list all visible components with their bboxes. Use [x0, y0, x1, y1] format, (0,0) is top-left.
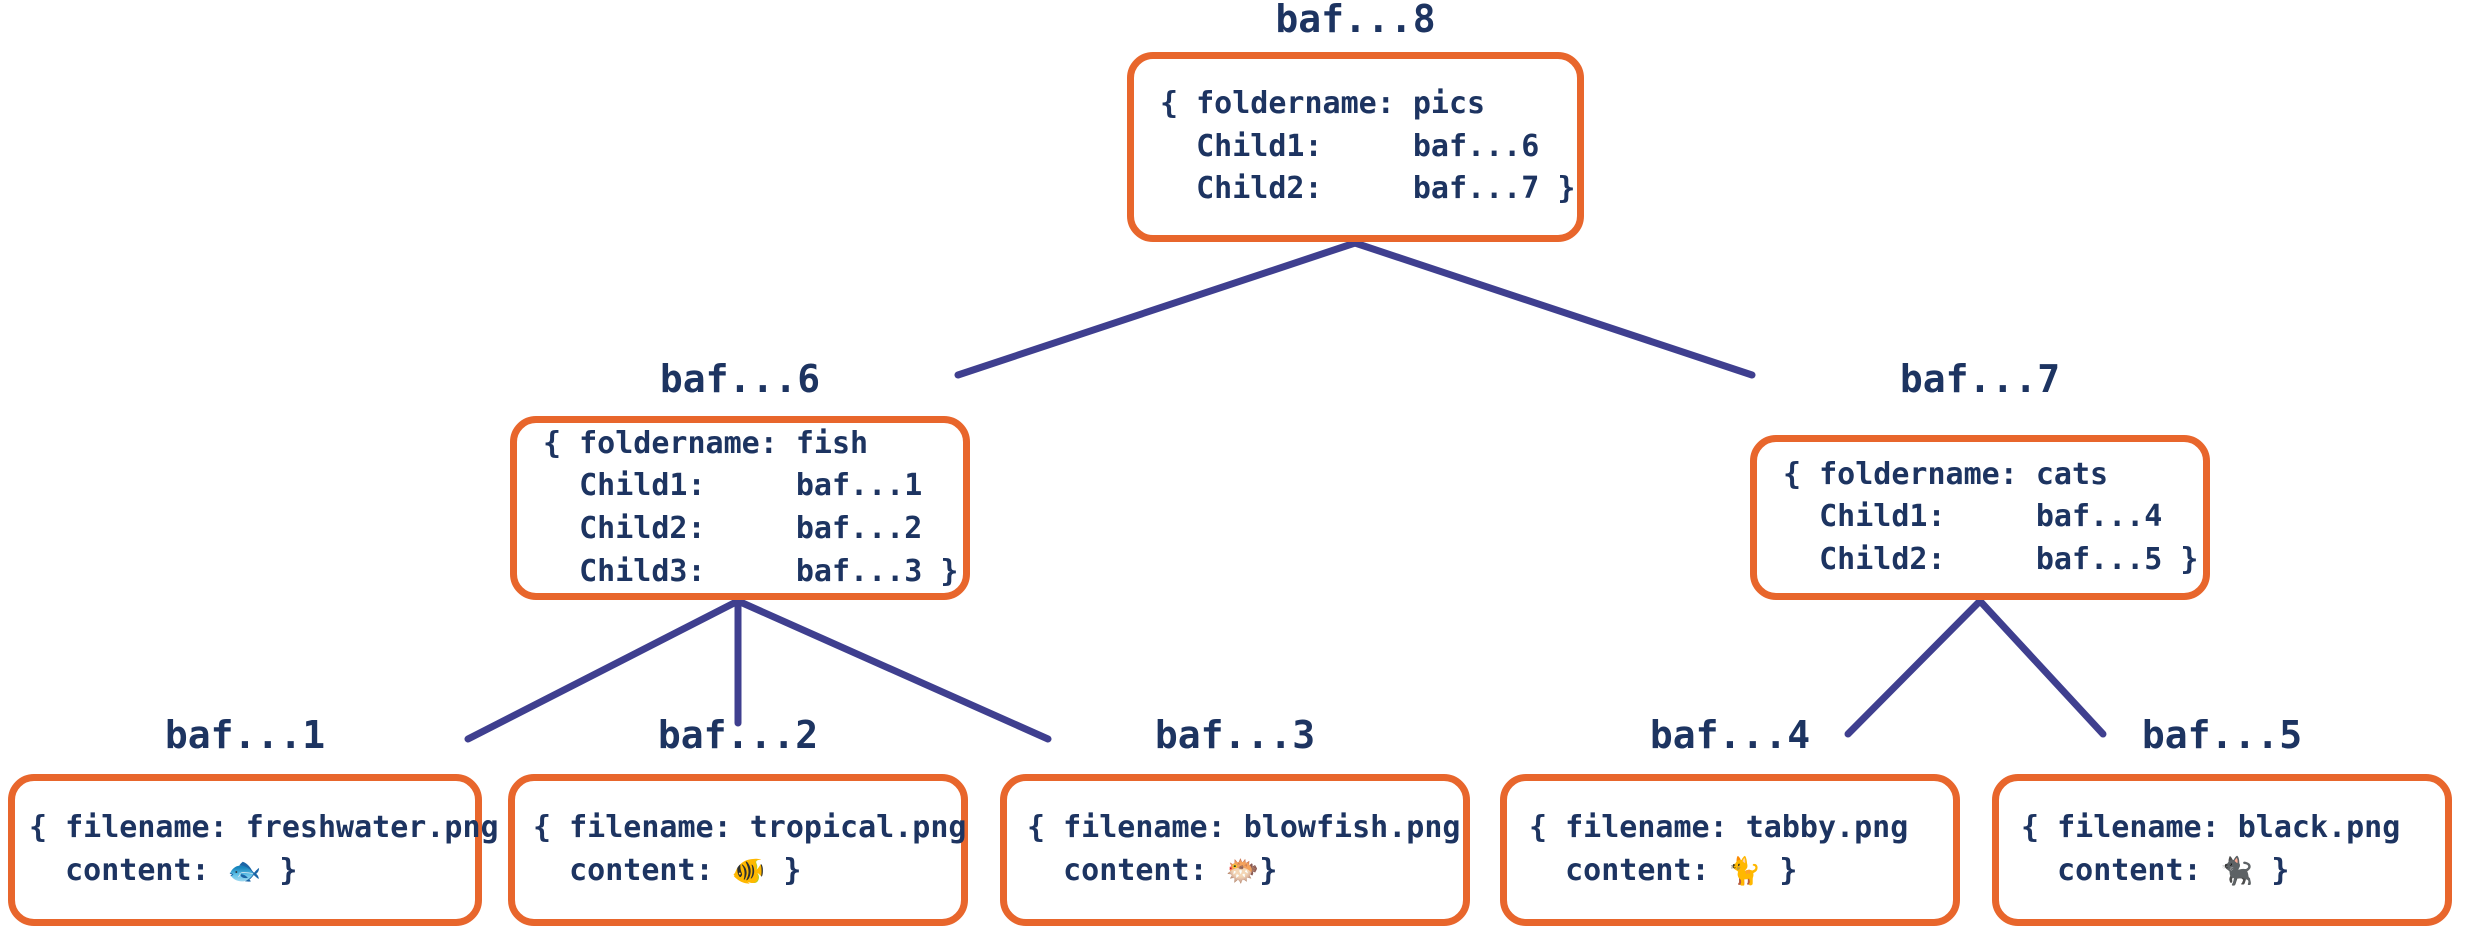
node-leaf3-box[interactable]: { filename: blowfish.png content: 🐡} [1000, 774, 1470, 926]
node-leaf5-body: { filename: black.png content: 🐈‍⬛ } [1999, 807, 2400, 892]
node-leaf2-content-prefix: content: [533, 853, 732, 888]
node-leaf2-box[interactable]: { filename: tropical.png content: 🐠 } [508, 774, 968, 926]
node-leaf5-label: baf...5 [2141, 713, 2303, 757]
node-leaf1-box[interactable]: { filename: freshwater.png content: 🐟 } [8, 774, 499, 926]
node-leaf1-content-suffix: } [261, 853, 298, 888]
node-leaf2-label: baf...2 [657, 713, 819, 757]
node-leaf1[interactable]: baf...1 { filename: freshwater.png conte… [8, 713, 499, 931]
blowfish-emoji-icon: 🐡 [1225, 856, 1260, 887]
node-fish-box[interactable]: { foldername: fish Child1: baf...1 Child… [510, 416, 970, 600]
node-leaf2-body: { filename: tropical.png content: 🐠 } [515, 807, 966, 892]
node-leaf2-content-suffix: } [765, 853, 802, 888]
node-leaf5[interactable]: baf...5 { filename: black.png content: 🐈… [1992, 716, 2452, 931]
node-leaf5-filename: { filename: black.png [2021, 810, 2401, 846]
node-root-box[interactable]: { foldername: pics Child1: baf...6 Child… [1127, 52, 1584, 242]
black-cat-emoji-icon: 🐈‍⬛ [2219, 856, 2254, 887]
node-leaf4-body: { filename: tabby.png content: 🐈 } [1507, 807, 1908, 892]
fish-emoji-icon: 🐟 [227, 856, 262, 887]
node-fish-body: { foldername: fish Child1: baf...1 Child… [543, 425, 959, 589]
node-leaf4[interactable]: baf...4 { filename: tabby.png content: 🐈… [1500, 716, 1960, 931]
node-leaf1-filename: { filename: freshwater.png [29, 810, 499, 846]
node-leaf5-box[interactable]: { filename: black.png content: 🐈‍⬛ } [1992, 774, 2452, 926]
cat-emoji-icon: 🐈 [1727, 856, 1762, 887]
node-leaf3-content-suffix: } [1259, 853, 1278, 888]
node-leaf4-filename: { filename: tabby.png [1529, 810, 1909, 846]
node-leaf3-label: baf...3 [1154, 713, 1316, 757]
edge-root-to-fish [954, 239, 1359, 379]
node-leaf3-content-prefix: content: [1027, 853, 1226, 888]
edge-root-to-cats [1351, 239, 1756, 379]
node-cats-label: baf...7 [1899, 357, 2061, 401]
node-leaf5-content-suffix: } [2253, 853, 2290, 888]
node-leaf3-filename: { filename: blowfish.png [1027, 810, 1461, 846]
node-leaf1-label: baf...1 [164, 713, 326, 757]
edge-cats-to-leaf5 [1976, 597, 2107, 738]
node-root-body: { foldername: pics Child1: baf...6 Child… [1160, 86, 1576, 207]
node-leaf4-content-prefix: content: [1529, 853, 1728, 888]
edge-cats-to-leaf4 [1844, 597, 1984, 738]
node-leaf4-content-suffix: } [1761, 853, 1798, 888]
tropical-fish-emoji-icon: 🐠 [731, 856, 766, 887]
node-leaf4-box[interactable]: { filename: tabby.png content: 🐈 } [1500, 774, 1960, 926]
node-root[interactable]: baf...8 { foldername: pics Child1: baf..… [1127, 0, 1584, 250]
node-cats-box[interactable]: { foldername: cats Child1: baf...4 Child… [1750, 435, 2210, 600]
node-leaf5-content-prefix: content: [2021, 853, 2220, 888]
node-root-label: baf...8 [1275, 0, 1436, 41]
node-leaf2[interactable]: baf...2 { filename: tropical.png content… [508, 716, 968, 931]
node-leaf2-filename: { filename: tropical.png [533, 810, 967, 846]
node-leaf1-content-prefix: content: [29, 853, 228, 888]
node-cats-body: { foldername: cats Child1: baf...4 Child… [1783, 456, 2199, 577]
node-fish[interactable]: baf...6 { foldername: fish Child1: baf..… [510, 360, 970, 605]
node-fish-label: baf...6 [659, 357, 821, 401]
node-leaf1-body: { filename: freshwater.png content: 🐟 } [15, 807, 499, 892]
node-leaf3[interactable]: baf...3 { filename: blowfish.png content… [1000, 716, 1470, 931]
node-cats[interactable]: baf...7 { foldername: cats Child1: baf..… [1750, 360, 2210, 605]
node-leaf4-label: baf...4 [1649, 713, 1811, 757]
node-leaf3-body: { filename: blowfish.png content: 🐡} [1007, 807, 1460, 892]
